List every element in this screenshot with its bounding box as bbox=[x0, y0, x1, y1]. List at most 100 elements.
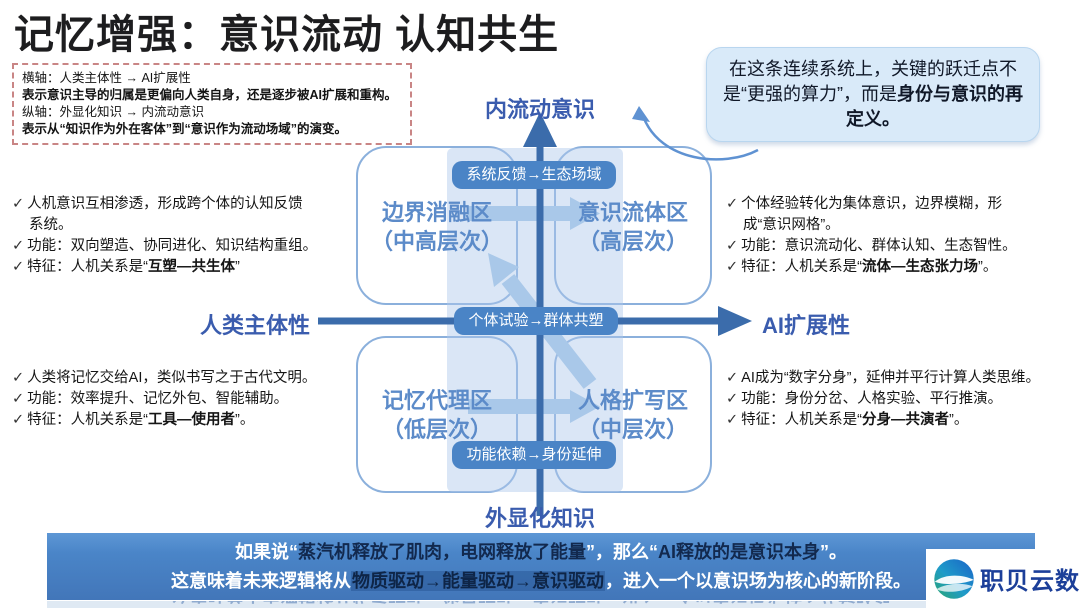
note-row: ✓特征：人机关系是“互塑—共生体” bbox=[12, 257, 370, 278]
note-row: ✓功能：效率提升、记忆外包、智能辅助。 bbox=[12, 389, 370, 410]
banner-text: ”。 bbox=[820, 542, 847, 562]
banner-line-2: 这意味着未来逻辑将从物质驱动→能量驱动→意识驱动，进入一个以意识场为核心的新阶段… bbox=[47, 567, 1035, 596]
check-icon: ✓ bbox=[726, 391, 739, 407]
quadrant-label-bottom-right: 人格扩写区 （中层次） bbox=[550, 386, 716, 444]
stage-pill-top: 系统反馈→生态场域 bbox=[452, 161, 616, 189]
check-icon: ✓ bbox=[12, 412, 25, 428]
quadrant-level: （高层次） bbox=[577, 229, 688, 254]
banner-emphasis: 蒸汽机释放了肌肉，电网释放了能量 bbox=[298, 542, 586, 562]
brand-logo-text: 职贝云数 bbox=[980, 568, 1080, 595]
banner-reflection: 这意味着未来逻辑将从物质驱动→能量驱动→意识驱动，进入一个以意识场为核心的新阶段… bbox=[47, 601, 1035, 608]
legend-line-1: 横轴：人类主体性 → AI扩展性 bbox=[22, 71, 191, 85]
banner-line-1: 如果说“蒸汽机释放了肌肉，电网释放了能量”，那么“AI释放的是意识本身”。 bbox=[47, 538, 1035, 567]
note-text: 人类将记忆交给AI，类似书写之于古代文明。 bbox=[27, 370, 317, 386]
quadrant-label-top-left: 边界消融区 （中高层次） bbox=[352, 198, 522, 256]
note-text: 成“意识网格”。 bbox=[743, 217, 840, 233]
note-row: 成“意识网格”。 bbox=[726, 215, 1080, 236]
callout-connector-arrow-icon bbox=[632, 106, 759, 161]
banner-text: ，进入一个以意识场为核心的新阶段。 bbox=[605, 571, 911, 591]
note-row: ✓人类将记忆交给AI，类似书写之于古代文明。 bbox=[12, 368, 370, 389]
axis-label-bottom: 外显化知识 bbox=[484, 506, 595, 531]
note-text: ”。 bbox=[977, 259, 998, 275]
note-row: ✓功能：双向塑造、协同进化、知识结构重组。 bbox=[12, 236, 370, 257]
quadrant-frame-top-right bbox=[554, 146, 712, 305]
check-icon: ✓ bbox=[12, 196, 25, 212]
quadrant-frame-bottom-right bbox=[554, 336, 712, 493]
quadrant-name: 意识流体区 bbox=[577, 200, 688, 225]
quadrant-frame-top-left bbox=[356, 146, 518, 305]
note-block-bottom-left: ✓人类将记忆交给AI，类似书写之于古代文明。 ✓功能：效率提升、记忆外包、智能辅… bbox=[12, 368, 370, 431]
note-text: 功能：身份分岔、人格实验、平行推演。 bbox=[741, 391, 1003, 407]
quadrant-level: （低层次） bbox=[381, 417, 492, 442]
note-text: 功能：意识流动化、群体认知、生态智性。 bbox=[741, 238, 1017, 254]
note-text: 特征：人机关系是“ bbox=[27, 412, 148, 428]
note-text: 特征：人机关系是“ bbox=[27, 259, 148, 275]
axis-label-top: 内流动意识 bbox=[484, 97, 595, 122]
note-text: 功能：双向塑造、协同进化、知识结构重组。 bbox=[27, 238, 318, 254]
check-icon: ✓ bbox=[12, 391, 25, 407]
check-icon: ✓ bbox=[12, 370, 25, 386]
legend-line-2: 表示意识主导的归属是更偏向人类自身，还是逐步被AI扩展和重构。 bbox=[22, 88, 398, 102]
page-title: 记忆增强：意识流动 认知共生 bbox=[14, 13, 560, 57]
reflection-text: 这意味着未来逻辑将从 bbox=[172, 601, 352, 604]
flow-arrow-top-icon bbox=[468, 197, 600, 230]
note-bold: 互塑—共生体 bbox=[147, 259, 235, 275]
brand-logo: 职贝云数 bbox=[926, 549, 1080, 608]
check-icon: ✓ bbox=[726, 259, 739, 275]
axis-label-left: 人类主体性 bbox=[199, 313, 310, 338]
note-block-top-left: ✓人机意识互相渗透，形成跨个体的认知反馈 系统。 ✓功能：双向塑造、协同进化、知… bbox=[12, 194, 370, 278]
quadrant-name: 人格扩写区 bbox=[577, 388, 688, 413]
reflection-text: ，进入一个以意识场为核心的新阶段。 bbox=[604, 601, 910, 604]
banner-text: 这意味着未来逻辑将从 bbox=[171, 571, 351, 591]
brand-logo-icon bbox=[934, 558, 974, 599]
stage-pill-bottom: 功能依赖→身份延伸 bbox=[452, 441, 616, 469]
note-text: ” bbox=[234, 259, 240, 275]
note-row: ✓功能：身份分岔、人格实验、平行推演。 bbox=[726, 389, 1080, 410]
callout-emphasis: 身份与意识的再定义。 bbox=[846, 84, 1023, 129]
note-row: ✓特征：人机关系是“工具—使用者”。 bbox=[12, 410, 370, 431]
key-insight-callout: 在这条连续系统上，关键的跃迁点不是“更强的算力”，而是身份与意识的再定义。 bbox=[706, 47, 1040, 142]
note-text: 系统。 bbox=[29, 217, 73, 233]
callout-text: 在这条连续系统上，关键的跃迁点不是“更强的算力”，而是 bbox=[723, 59, 1017, 104]
note-row: ✓AI成为“数字分身”，延伸并平行计算人类思维。 bbox=[726, 368, 1080, 389]
quadrant-frame-bottom-left bbox=[356, 336, 518, 493]
note-block-top-right: ✓个体经验转化为集体意识，边界模糊，形 成“意识网格”。 ✓功能：意识流动化、群… bbox=[726, 194, 1080, 278]
note-text: 个体经验转化为集体意识，边界模糊，形 bbox=[741, 196, 1003, 212]
quadrant-name: 边界消融区 bbox=[381, 200, 492, 225]
note-bold: 工具—使用者 bbox=[147, 412, 235, 428]
note-block-bottom-right: ✓AI成为“数字分身”，延伸并平行计算人类思维。 ✓功能：身份分岔、人格实验、平… bbox=[726, 368, 1080, 431]
note-row: ✓特征：人机关系是“流体—生态张力场”。 bbox=[726, 257, 1080, 278]
note-text: ”。 bbox=[948, 412, 969, 428]
check-icon: ✓ bbox=[726, 238, 739, 254]
quadrant-label-bottom-left: 记忆代理区 （低层次） bbox=[352, 386, 522, 444]
legend-line-3: 纵轴：外显化知识 → 内流动意识 bbox=[22, 105, 204, 119]
note-text: AI成为“数字分身”，延伸并平行计算人类思维。 bbox=[741, 370, 1041, 386]
check-icon: ✓ bbox=[726, 196, 739, 212]
conclusion-banner: 如果说“蒸汽机释放了肌肉，电网释放了能量”，那么“AI释放的是意识本身”。 这意… bbox=[47, 533, 1035, 600]
banner-highlight: 物质驱动→能量驱动→意识驱动 bbox=[351, 571, 605, 591]
note-row: ✓人机意识互相渗透，形成跨个体的认知反馈 bbox=[12, 194, 370, 215]
flow-arrow-bottom-icon bbox=[468, 390, 600, 423]
note-text: ”。 bbox=[234, 412, 255, 428]
note-text: 特征：人机关系是“ bbox=[741, 412, 862, 428]
quadrant-level: （中高层次） bbox=[370, 229, 503, 254]
reflection-text: 物质驱动→能量驱动→意识驱动 bbox=[352, 601, 604, 604]
note-row: ✓功能：意识流动化、群体认知、生态智性。 bbox=[726, 236, 1080, 257]
note-row: ✓特征：人机关系是“分身—共演者”。 bbox=[726, 410, 1080, 431]
quadrant-label-top-right: 意识流体区 （高层次） bbox=[550, 198, 716, 256]
note-bold: 流体—生态张力场 bbox=[861, 259, 978, 275]
note-row: ✓个体经验转化为集体意识，边界模糊，形 bbox=[726, 194, 1080, 215]
note-bold: 分身—共演者 bbox=[861, 412, 949, 428]
note-text: 人机意识互相渗透，形成跨个体的认知反馈 bbox=[27, 196, 303, 212]
quadrant-level: （中层次） bbox=[577, 417, 688, 442]
quadrant-name: 记忆代理区 bbox=[381, 388, 492, 413]
check-icon: ✓ bbox=[726, 412, 739, 428]
note-row: 系统。 bbox=[12, 215, 370, 236]
banner-text: 如果说“ bbox=[235, 542, 298, 562]
banner-reflection-text: 这意味着未来逻辑将从物质驱动→能量驱动→意识驱动，进入一个以意识场为核心的新阶段… bbox=[47, 601, 1035, 608]
axis-label-right: AI扩展性 bbox=[762, 313, 851, 338]
note-text: 功能：效率提升、记忆外包、智能辅助。 bbox=[27, 391, 289, 407]
check-icon: ✓ bbox=[12, 259, 25, 275]
banner-text: ”，那么“ bbox=[586, 542, 658, 562]
banner-emphasis: AI释放的是意识本身 bbox=[658, 542, 820, 562]
